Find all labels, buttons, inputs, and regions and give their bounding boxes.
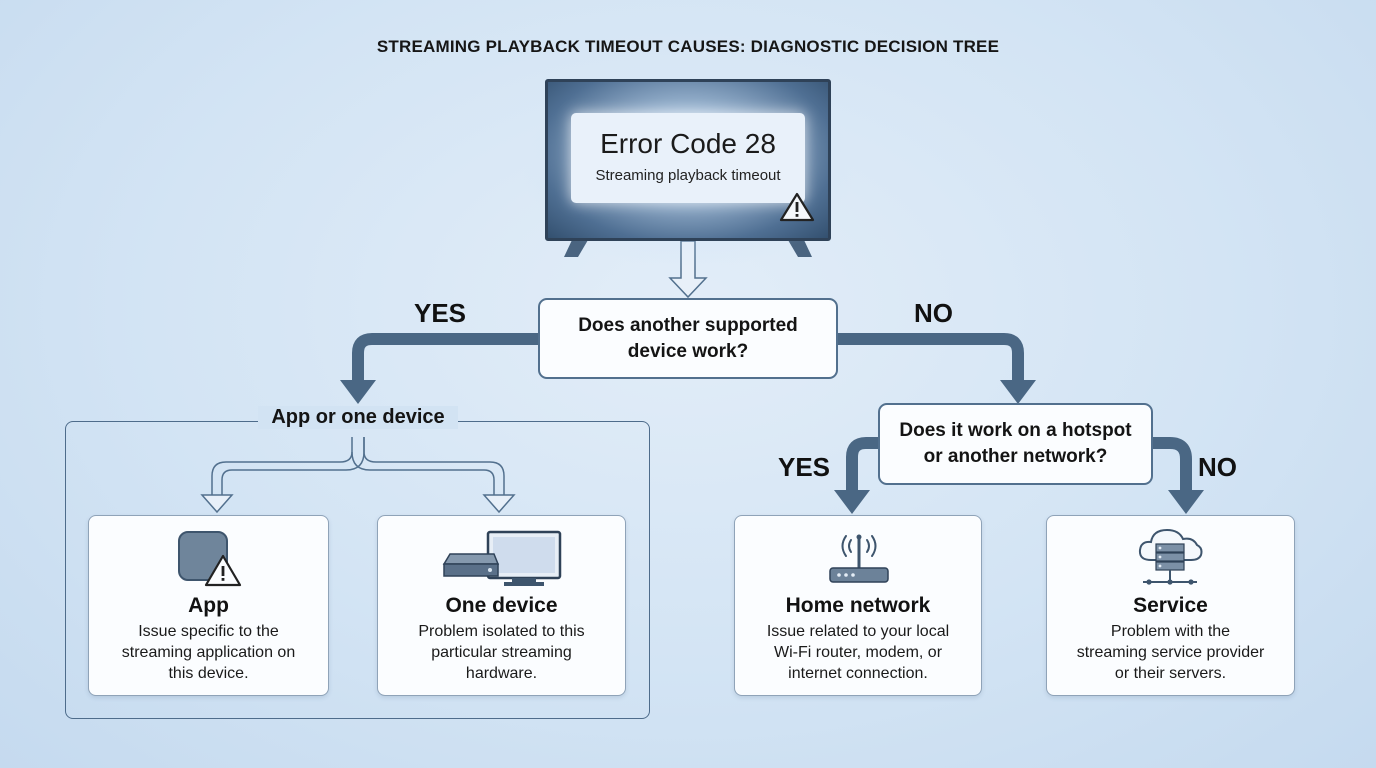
- card-app-description: Issue specific to the streaming applicat…: [97, 621, 320, 684]
- card-app-line: Issue specific to the: [138, 623, 279, 640]
- card-home-network: Home network Issue related to your local…: [734, 515, 982, 696]
- card-app: App Issue specific to the streaming appl…: [88, 515, 329, 696]
- no-arrow-1: [838, 333, 1024, 382]
- card-home-network-line: internet connection.: [788, 665, 928, 682]
- app-warning-icon: [178, 531, 242, 587]
- yes-label-2: YES: [778, 452, 831, 482]
- router-icon: [829, 534, 889, 583]
- card-app-title: App: [188, 594, 229, 617]
- card-one-device-line: Problem isolated to this: [418, 623, 585, 640]
- card-app-line: streaming application on: [121, 644, 296, 661]
- card-one-device-line: hardware.: [465, 665, 538, 682]
- card-app-line: this device.: [168, 665, 249, 682]
- card-service-line: Problem with the: [1110, 623, 1231, 640]
- card-service-line: streaming service provider: [1076, 644, 1265, 661]
- no-label-1: NO: [914, 298, 953, 328]
- question-another-device: Does another supported device work?: [538, 298, 838, 379]
- group-label: App or one device: [258, 406, 458, 429]
- group-split-arrows: [200, 437, 516, 514]
- question2-line2: or another network?: [923, 446, 1108, 467]
- yes-label-1: YES: [414, 298, 467, 328]
- no-arrow-2: [1153, 437, 1192, 492]
- no-label-2: NO: [1198, 452, 1237, 482]
- question-other-network: Does it work on a hotspot or another netw…: [878, 403, 1153, 485]
- card-service: Service Problem with the streaming servi…: [1046, 515, 1295, 696]
- error-panel: [571, 113, 805, 203]
- yes-arrow-2: [846, 437, 878, 492]
- warning-icon: [779, 192, 815, 222]
- card-home-network-title: Home network: [785, 594, 931, 617]
- error-subtitle: Streaming playback timeout: [595, 167, 781, 184]
- yes-arrow-1: [352, 333, 538, 382]
- card-home-network-description: Issue related to your local Wi-Fi router…: [743, 621, 973, 684]
- device-monitor-icon: [442, 530, 562, 586]
- card-home-network-line: Wi-Fi router, modem, or: [773, 644, 943, 661]
- card-service-title: Service: [1133, 594, 1208, 617]
- card-home-network-line: Issue related to your local: [766, 623, 950, 640]
- card-service-description: Problem with the streaming service provi…: [1055, 621, 1286, 684]
- card-one-device-title: One device: [445, 594, 558, 617]
- card-one-device: One device Problem isolated to this part…: [377, 515, 626, 696]
- cloud-server-icon: [1138, 528, 1203, 585]
- question1-line2: device work?: [627, 340, 749, 362]
- card-service-line: or their servers.: [1114, 665, 1227, 682]
- card-one-device-line: particular streaming: [431, 644, 572, 661]
- diagram-title: STREAMING PLAYBACK TIMEOUT CAUSES: DIAGN…: [376, 37, 1000, 56]
- card-one-device-description: Problem isolated to this particular stre…: [386, 621, 617, 684]
- error-code-title: Error Code 28: [600, 128, 776, 159]
- question1-line1: Does another supported: [578, 314, 798, 336]
- question2-line1: Does it work on a hotspot: [899, 420, 1132, 441]
